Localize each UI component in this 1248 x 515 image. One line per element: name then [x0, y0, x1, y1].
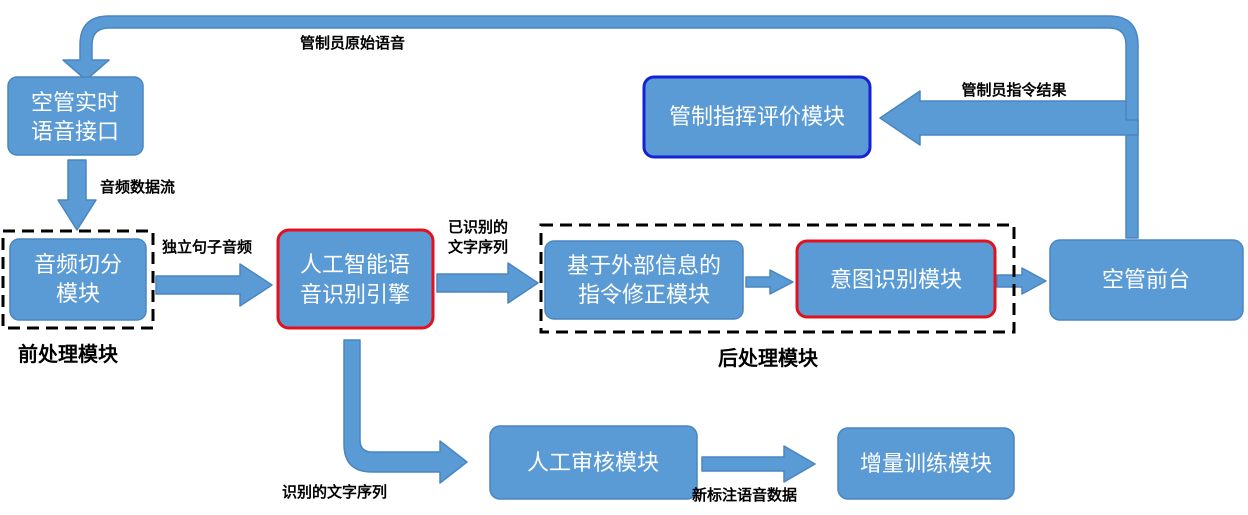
asr-engine-line1: 人工智能语 — [300, 253, 410, 278]
correction-node[interactable]: 基于外部信息的 指令修正模块 — [544, 240, 744, 320]
atc-frontend-label: 空管前台 — [1102, 268, 1190, 293]
command-result-label: 管制员指令结果 — [961, 81, 1067, 99]
recognized-seq-label-line1: 已识别的 — [448, 218, 508, 236]
original-voice-label: 管制员原始语音 — [300, 34, 405, 52]
training-node[interactable]: 增量训练模块 — [837, 427, 1015, 500]
review-label: 人工审核模块 — [527, 451, 659, 476]
atc-frontend-node[interactable]: 空管前台 — [1049, 239, 1244, 321]
atc-interface-line2: 语音接口 — [31, 120, 119, 145]
audio-stream-label: 音频数据流 — [100, 178, 175, 196]
correction-to-intent-arrow — [745, 269, 794, 295]
training-label: 增量训练模块 — [860, 452, 992, 477]
review-arrow — [343, 339, 468, 484]
training-arrow — [701, 445, 816, 483]
atc-interface-node[interactable]: 空管实时 语音接口 — [7, 76, 144, 156]
feedback-loop-arrow — [62, 15, 1139, 239]
postprocess-group-frame — [539, 223, 1016, 334]
sentence-audio-label: 独立句子音频 — [162, 238, 252, 256]
intent-node[interactable]: 意图识别模块 — [795, 239, 997, 319]
atc-interface-line1: 空管实时 — [31, 91, 119, 116]
intent-label: 意图识别模块 — [830, 268, 962, 293]
audio-stream-arrow — [57, 159, 97, 231]
preprocess-group-frame — [1, 229, 155, 330]
preprocess-group-label: 前处理模块 — [18, 342, 119, 366]
postprocess-group-label: 后处理模块 — [718, 346, 819, 370]
new-labeled-data-label: 新标注语音数据 — [692, 486, 797, 504]
evaluation-label: 管制指挥评价模块 — [669, 105, 845, 130]
evaluation-arrow — [879, 90, 1139, 146]
sentence-audio-arrow — [155, 263, 273, 307]
evaluation-node[interactable]: 管制指挥评价模块 — [642, 75, 872, 159]
correction-line2: 指令修正模块 — [578, 283, 710, 308]
recognized-seq-label-line2: 文字序列 — [448, 238, 508, 256]
audio-segment-line1: 音频切分 — [34, 253, 122, 278]
review-seq-label: 识别的文字序列 — [282, 483, 387, 501]
review-node[interactable]: 人工审核模块 — [489, 425, 698, 500]
asr-engine-node[interactable]: 人工智能语 音识别引擎 — [276, 228, 435, 330]
audio-segment-node[interactable]: 音频切分 模块 — [9, 238, 147, 321]
intent-to-frontend-arrow — [996, 267, 1047, 295]
recognized-seq-arrow — [436, 262, 539, 304]
audio-segment-line2: 模块 — [56, 282, 100, 307]
asr-engine-line2: 音识别引擎 — [300, 283, 410, 308]
correction-line1: 基于外部信息的 — [567, 254, 721, 279]
